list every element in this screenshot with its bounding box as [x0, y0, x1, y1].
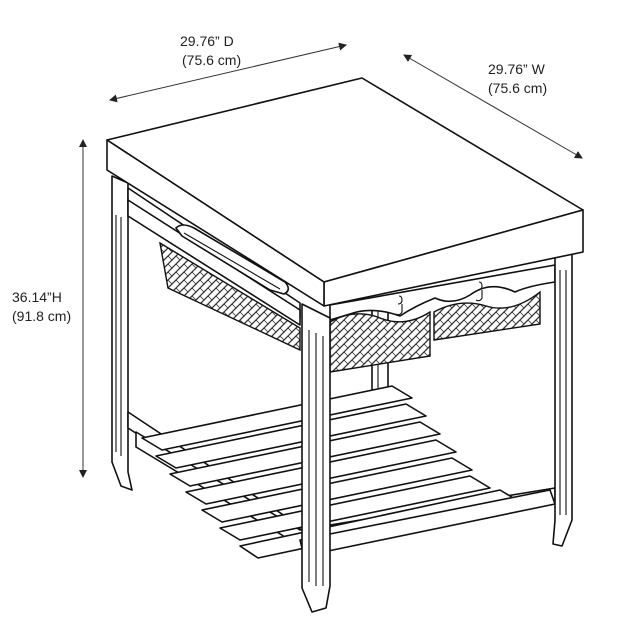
front-left-leg: [301, 303, 331, 613]
depth-dimension: 29.76” D (75.6 cm): [109, 33, 347, 103]
front-right-leg: [552, 249, 573, 547]
drawer-hook-right: [477, 281, 483, 291]
width-dimension-line: [403, 54, 583, 159]
tabletop-side-edge: [106, 139, 325, 307]
table-illustration: [106, 77, 584, 613]
height-label-metric: (91.8 cm): [12, 308, 71, 324]
drawer-hook-left: [397, 295, 403, 305]
width-label-metric: (75.6 cm): [488, 80, 547, 96]
height-label: 36.14”H: [12, 289, 62, 305]
front-apron: [329, 264, 556, 321]
depth-label: 29.76” D: [180, 33, 234, 49]
height-dimension: 36.14”H (91.8 cm): [12, 139, 87, 478]
back-left-leg: [111, 175, 133, 491]
width-label: 29.76” W: [488, 61, 546, 77]
side-basket: [127, 199, 301, 352]
width-dimension: 29.76” W (75.6 cm): [403, 54, 583, 159]
depth-dimension-line: [109, 42, 347, 103]
tabletop: [106, 77, 584, 307]
slatted-shelf: [135, 385, 556, 559]
depth-label-metric: (75.6 cm): [182, 52, 241, 68]
front-baskets: [329, 290, 541, 373]
